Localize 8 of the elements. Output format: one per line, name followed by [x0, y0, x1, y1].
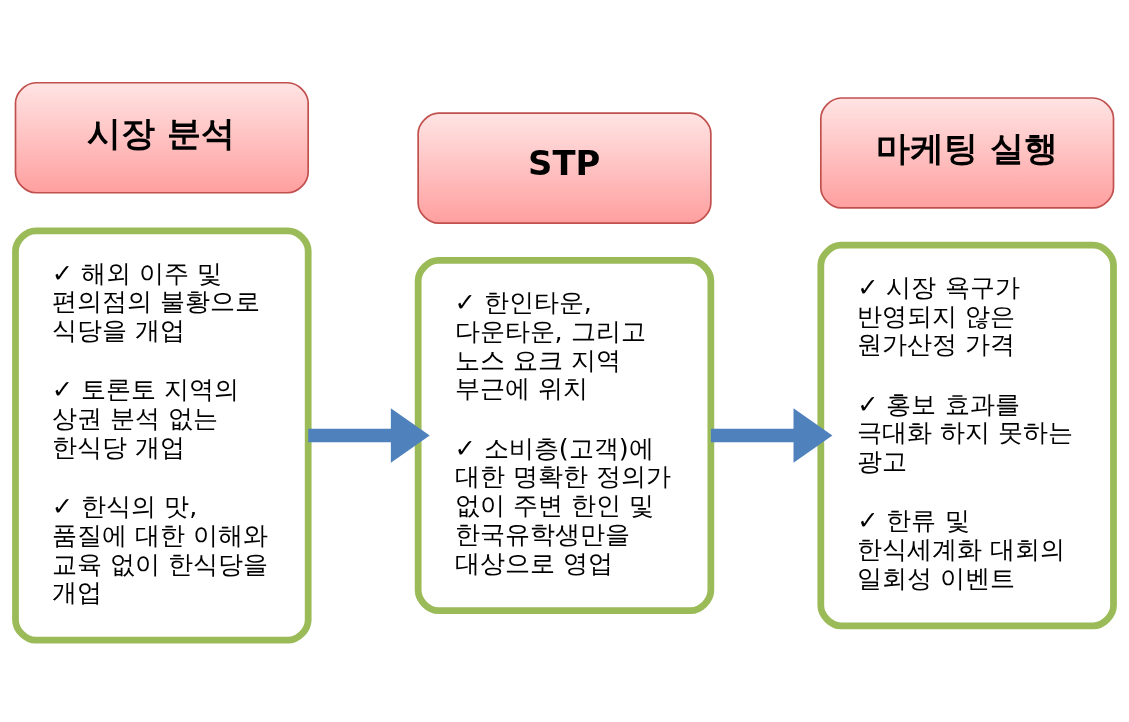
node-box: ✓ 시장 욕구가 반영되지 않은 원가산정 가격 ✓ 홍보 효과를 극대화 하지 못하는 광고 ✓ 한류 및 한식세계화 대회의 일회성 이벤트	[817, 241, 1117, 629]
arrow	[710, 407, 833, 463]
node-box: ✓ 해외 이주 및 편의점의 불황으로 식당을 개업 ✓ 토론토 지역의 상권 분석 없는 한식당 개업 ✓ 한식의 맛, 품질에 대한 이해와 교육 없이 한식당을 개업	[12, 226, 312, 644]
node-box: ✓ 한인타운, 다운타운, 그리고 노스 요크 지역 부근에 위치 ✓ 소비층(고객)에 대한 명확한 정의가 없이 주변 한인 및 한국유학생만을 대상으로 영업	[414, 256, 715, 614]
node-box: 시장 분석	[14, 81, 310, 194]
node-box: STP	[417, 111, 712, 224]
arrow	[308, 407, 430, 463]
node-box: 마케팅 실행	[819, 96, 1115, 209]
